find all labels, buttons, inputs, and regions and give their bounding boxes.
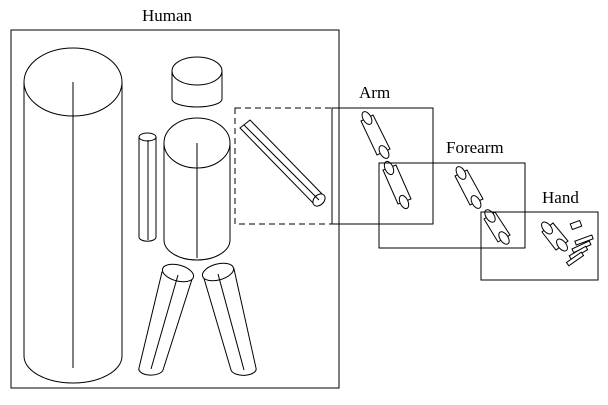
forearm-hand-cylinder [483,209,511,245]
human-box [10,29,340,389]
hand-finger-1 [574,234,594,246]
arm-box [331,107,434,225]
arm-label: Arm [359,83,390,102]
hand-box [480,211,599,281]
arm-lower-cylinder [382,160,412,210]
forearm-panel: Forearm [378,138,526,249]
forearm-label: Forearm [446,138,504,157]
human-panel: Human [10,6,340,389]
body-cylinder [23,47,123,384]
left-leg-cylinder [138,263,195,376]
head-cylinder [171,56,223,108]
hand-panel: Hand [480,188,599,281]
forearm-upper-cylinder [454,166,484,209]
hand-palm-cylinder [541,221,569,252]
forearm-link-region [378,162,434,225]
hand-finger-4 [565,251,585,267]
arm-upper-cylinder [360,111,391,159]
forearm-box [378,162,526,249]
arm-panel: Arm [331,83,434,225]
hand-label: Hand [542,188,579,207]
hand-thumb [569,219,583,231]
left-arm-cylinder [138,132,157,242]
upper-arm-cylinder [239,119,326,207]
human-label: Human [142,6,193,25]
right-leg-cylinder [201,262,257,376]
chest-cylinder [163,117,231,261]
